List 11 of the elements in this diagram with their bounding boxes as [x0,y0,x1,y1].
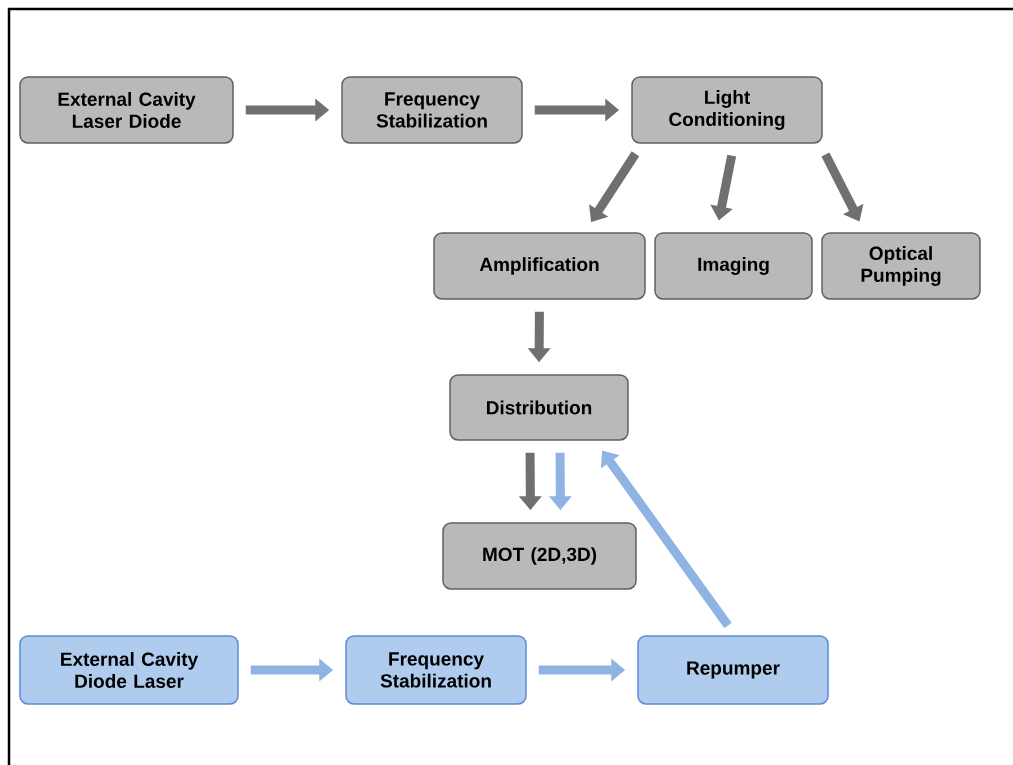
process-box: Frequency Stabilization [341,76,523,144]
process-box: Imaging [654,232,813,300]
process-box: Repumper [637,635,829,705]
process-box: MOT (2D,3D) [442,522,637,590]
process-box: External Cavity Laser Diode [19,76,234,144]
process-box: External Cavity Diode Laser [19,635,239,705]
process-box: Light Conditioning [631,76,823,144]
process-box: Frequency Stabilization [345,635,527,705]
process-box: Amplification [433,232,646,300]
process-box: Optical Pumping [821,232,981,300]
process-box: Distribution [449,374,629,441]
